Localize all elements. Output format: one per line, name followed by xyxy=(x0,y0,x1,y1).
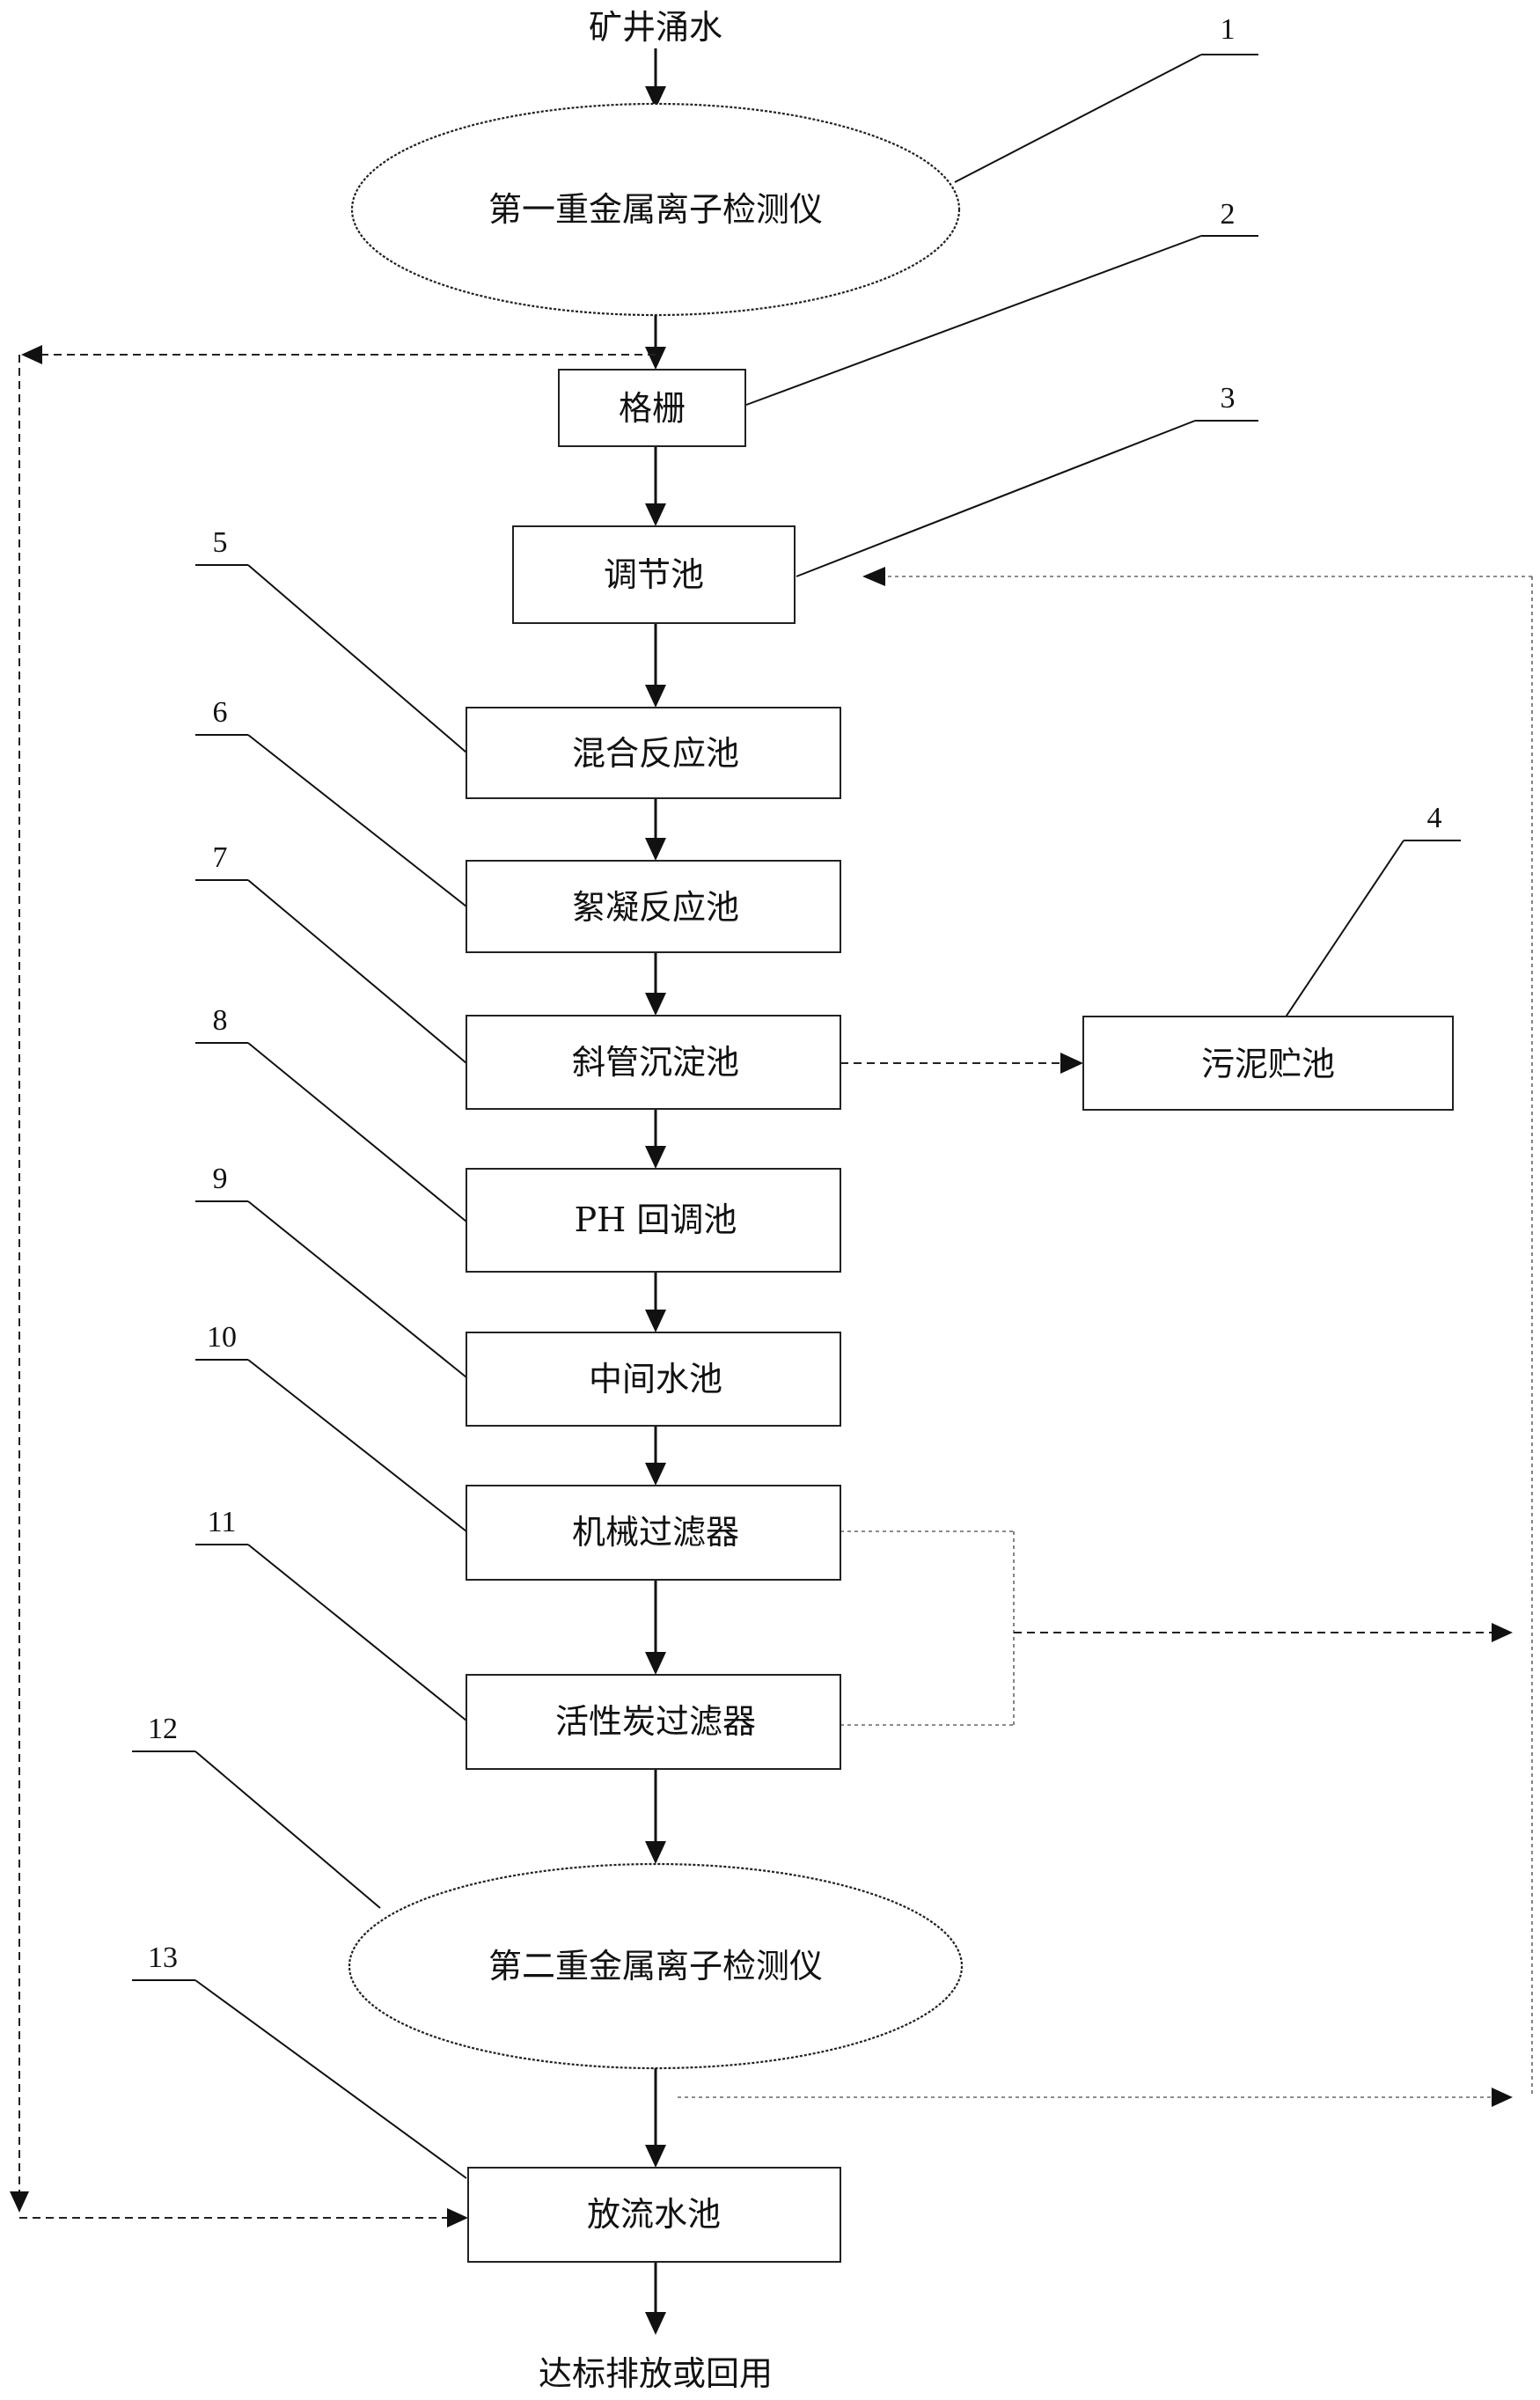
mixing-pool-label: 混合反应池 xyxy=(572,734,739,773)
node-grille: 格栅 xyxy=(558,369,746,447)
node-mixing-pool: 混合反应池 xyxy=(466,707,841,799)
node-discharge-pool: 放流水池 xyxy=(467,2167,841,2263)
ref-number-2: 2 xyxy=(1221,198,1236,231)
leader-lines xyxy=(132,54,1461,2179)
input-label: 矿井涌水 xyxy=(589,8,722,47)
regulating-pool-label: 调节池 xyxy=(604,555,704,594)
sludge-pool-label: 污泥贮池 xyxy=(1201,1045,1335,1083)
return-lines xyxy=(10,345,1533,2228)
ref-number-12: 12 xyxy=(148,1713,178,1745)
ref-number-3: 3 xyxy=(1221,382,1236,415)
ref-number-11: 11 xyxy=(208,1506,237,1538)
ref-number-10: 10 xyxy=(207,1321,237,1354)
middle-pool-label: 中间水池 xyxy=(589,1360,722,1398)
reference-numbers: 1 2 3 4 5 6 7 8 9 10 11 12 13 xyxy=(148,13,1442,1974)
node-carbon-filter: 活性炭过滤器 xyxy=(466,1674,841,1770)
grille-label: 格栅 xyxy=(619,389,686,428)
output-label: 达标排放或回用 xyxy=(539,2354,773,2393)
carbon-filter-label: 活性炭过滤器 xyxy=(555,1702,756,1741)
ref-number-1: 1 xyxy=(1221,13,1236,46)
ref-number-9: 9 xyxy=(213,1163,228,1195)
discharge-pool-label: 放流水池 xyxy=(587,2195,721,2234)
node-detector-2: 第二重金属离子检测仪 xyxy=(348,1862,964,2070)
main-flow xyxy=(645,48,666,2335)
node-sedimentation-pool: 斜管沉淀池 xyxy=(466,1015,841,1110)
ref-number-4: 4 xyxy=(1427,802,1442,834)
node-regulating-pool: 调节池 xyxy=(512,525,796,624)
ref-number-8: 8 xyxy=(213,1004,228,1037)
detector-2-label: 第二重金属离子检测仪 xyxy=(488,1947,823,1985)
ref-number-7: 7 xyxy=(213,841,228,874)
node-middle-pool: 中间水池 xyxy=(466,1332,841,1427)
floc-pool-label: 絮凝反应池 xyxy=(572,888,739,927)
detector-1-label: 第一重金属离子检测仪 xyxy=(488,190,823,229)
sedimentation-pool-label: 斜管沉淀池 xyxy=(572,1043,739,1082)
ph-pool-label: PH 回调池 xyxy=(575,1200,737,1239)
node-detector-1: 第一重金属离子检测仪 xyxy=(350,102,961,317)
node-ph-pool: PH 回调池 xyxy=(466,1168,841,1273)
mech-filter-label: 机械过滤器 xyxy=(572,1513,739,1552)
node-sludge-pool: 污泥贮池 xyxy=(1082,1016,1454,1111)
ref-number-5: 5 xyxy=(213,526,228,559)
node-mech-filter: 机械过滤器 xyxy=(466,1485,841,1581)
ref-number-13: 13 xyxy=(148,1941,178,1974)
ref-number-6: 6 xyxy=(213,696,228,729)
node-floc-pool: 絮凝反应池 xyxy=(466,860,841,953)
